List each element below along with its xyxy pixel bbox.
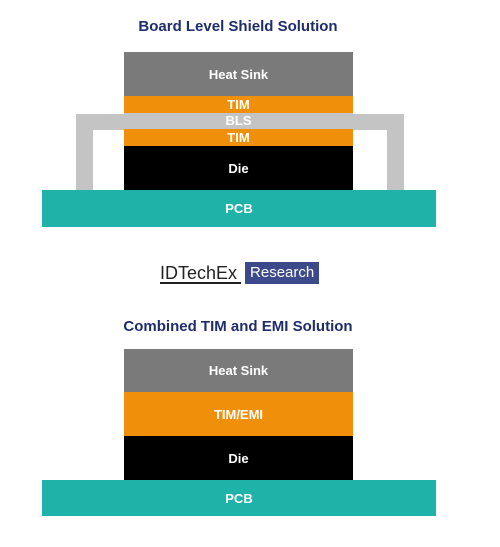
top-pcb-layer: PCB bbox=[42, 190, 436, 227]
top-tim-upper-layer: TIM bbox=[124, 96, 353, 113]
top-bls-layer: BLS bbox=[124, 113, 353, 128]
top-tim-lower-layer: TIM bbox=[124, 129, 353, 146]
bottom-die-label: Die bbox=[228, 450, 249, 466]
top-die-layer: Die bbox=[124, 146, 353, 190]
top-heat-sink-label: Heat Sink bbox=[208, 66, 269, 82]
top-diagram-title: Board Level Shield Solution bbox=[138, 18, 338, 35]
bottom-tim-emi-label: TIM/EMI bbox=[213, 406, 264, 422]
idtechex-logo: IDTechEx Research bbox=[160, 262, 320, 284]
bls-frame-right-leg bbox=[387, 114, 404, 190]
bottom-heat-sink-layer: Heat Sink bbox=[124, 349, 353, 392]
bottom-pcb-layer: PCB bbox=[42, 480, 436, 516]
bls-frame-left-leg bbox=[76, 114, 93, 190]
top-tim-upper-label: TIM bbox=[227, 97, 250, 112]
bottom-pcb-label: PCB bbox=[225, 490, 253, 506]
bottom-diagram-title: Combined TIM and EMI Solution bbox=[123, 318, 353, 335]
top-heat-sink-layer: Heat Sink bbox=[124, 52, 353, 96]
logo-tag: Research bbox=[245, 262, 320, 284]
bottom-tim-emi-layer: TIM/EMI bbox=[124, 392, 353, 436]
top-die-label: Die bbox=[228, 160, 249, 176]
bottom-heat-sink-label: Heat Sink bbox=[208, 363, 269, 378]
top-tim-lower-label: TIM bbox=[227, 130, 250, 145]
bottom-die-layer: Die bbox=[124, 436, 353, 480]
top-pcb-label: PCB bbox=[225, 201, 253, 216]
logo-name: IDTechEx bbox=[160, 262, 242, 284]
top-bls-label: BLS bbox=[225, 113, 252, 128]
